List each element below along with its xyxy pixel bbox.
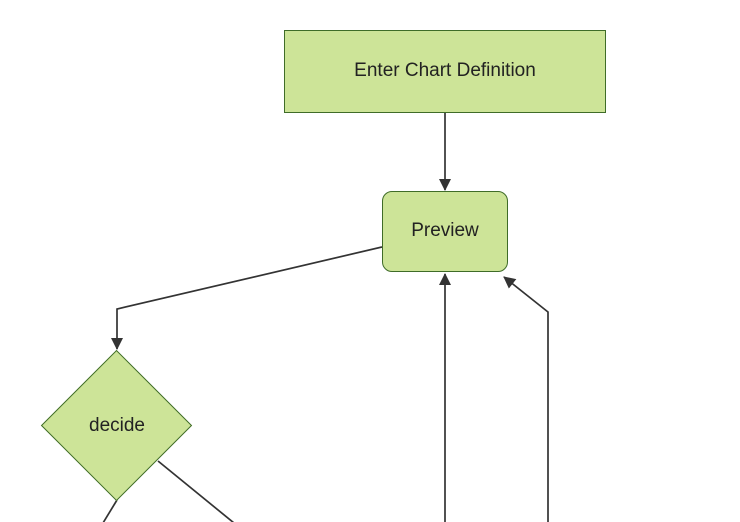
edge-preview-to-decide (111, 246, 383, 350)
node-enter-chart-definition-label: Enter Chart Definition (354, 60, 536, 82)
node-preview: Preview (382, 191, 508, 272)
edge-decide-to-offscreen-below-left (102, 499, 118, 522)
node-enter-chart-definition: Enter Chart Definition (284, 30, 606, 113)
edge-offscreen-below-right-to-preview (503, 276, 549, 522)
edge-decide-to-offscreen-below-right (157, 460, 235, 522)
node-decide-label-wrap: decide (42, 405, 192, 446)
node-preview-label: Preview (411, 220, 479, 242)
node-decide-label: decide (89, 414, 145, 436)
